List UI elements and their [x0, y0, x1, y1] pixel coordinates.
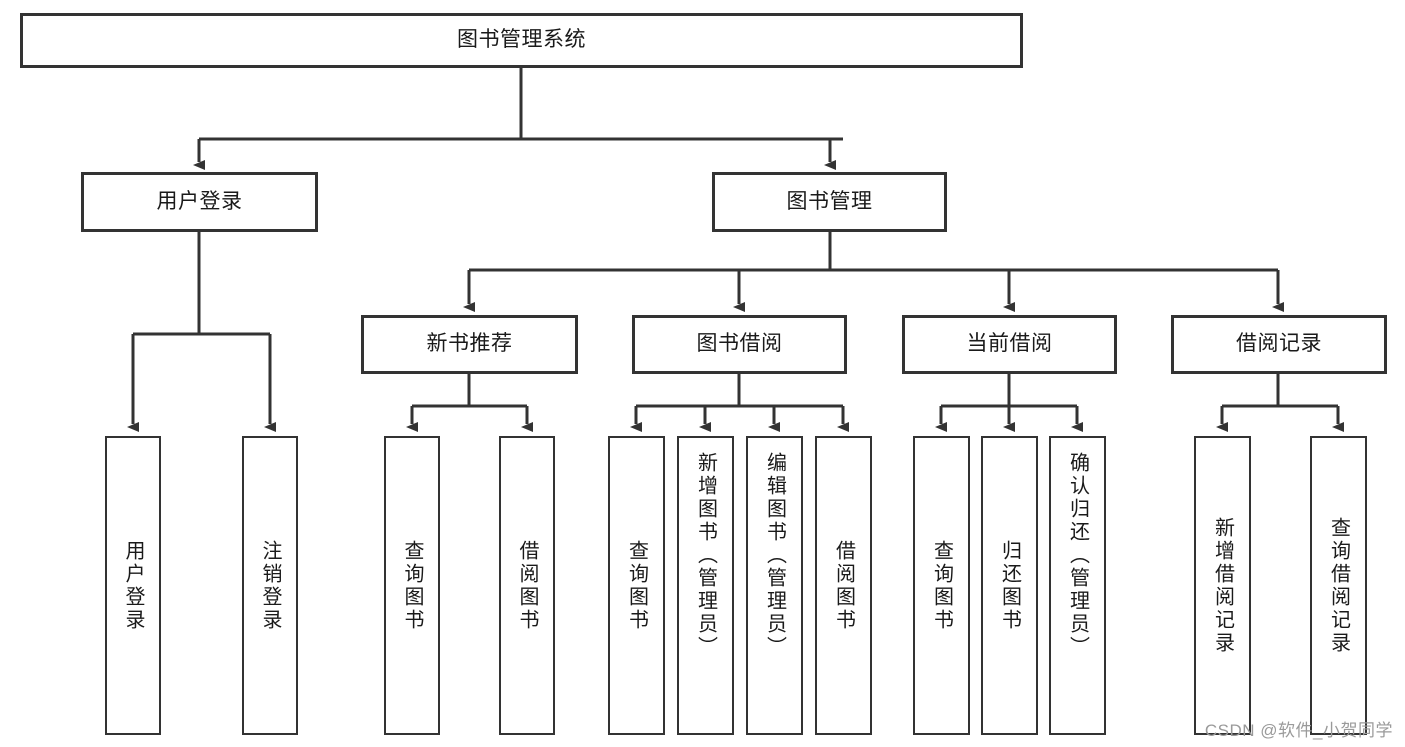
node-leaf-return-book-label: 归还图书 — [998, 539, 1021, 632]
node-book-borrow-label: 图书借阅 — [696, 332, 783, 356]
node-leaf-add-record-label: 新增借阅记录 — [1211, 516, 1234, 655]
node-leaf-query-book-2-label: 查询图书 — [625, 539, 648, 632]
node-borrow-record-label: 借阅记录 — [1236, 332, 1322, 356]
node-leaf-borrow-book-2[interactable]: 借阅图书 — [815, 436, 872, 735]
node-leaf-query-book-2[interactable]: 查询图书 — [608, 436, 665, 735]
node-leaf-edit-book[interactable]: 编辑图书（管理员） — [746, 436, 803, 735]
node-leaf-add-book[interactable]: 新增图书（管理员） — [677, 436, 734, 735]
node-book-manage-label: 图书管理 — [786, 189, 873, 213]
node-leaf-query-book-3-label: 查询图书 — [930, 539, 953, 632]
node-root-label: 图书管理系统 — [457, 28, 586, 52]
node-user-login[interactable]: 用户登录 — [81, 172, 318, 232]
node-leaf-query-record-label: 查询借阅记录 — [1327, 516, 1350, 655]
node-leaf-return-book[interactable]: 归还图书 — [981, 436, 1038, 735]
node-leaf-add-record[interactable]: 新增借阅记录 — [1194, 436, 1251, 735]
node-new-book-recommend[interactable]: 新书推荐 — [361, 315, 578, 374]
node-leaf-confirm-return-label: 确认归还（管理员） — [1066, 452, 1089, 659]
node-leaf-confirm-return[interactable]: 确认归还（管理员） — [1049, 436, 1106, 735]
node-book-borrow[interactable]: 图书借阅 — [632, 315, 847, 374]
node-leaf-borrow-book-2-label: 借阅图书 — [832, 539, 855, 632]
node-leaf-query-book-1[interactable]: 查询图书 — [384, 436, 440, 735]
node-leaf-logout-label: 注销登录 — [259, 539, 281, 632]
node-current-borrow-label: 当前借阅 — [966, 332, 1053, 356]
node-book-manage[interactable]: 图书管理 — [712, 172, 947, 232]
node-leaf-user-login-label: 用户登录 — [122, 539, 144, 632]
node-leaf-edit-book-label: 编辑图书（管理员） — [763, 452, 786, 659]
node-new-book-recommend-label: 新书推荐 — [426, 332, 513, 356]
node-leaf-borrow-book-1[interactable]: 借阅图书 — [499, 436, 555, 735]
node-leaf-query-book-1-label: 查询图书 — [401, 539, 423, 632]
node-user-login-label: 用户登录 — [156, 189, 243, 213]
node-leaf-logout[interactable]: 注销登录 — [242, 436, 298, 735]
node-leaf-user-login[interactable]: 用户登录 — [105, 436, 161, 735]
node-leaf-borrow-book-1-label: 借阅图书 — [516, 539, 538, 632]
node-leaf-query-record[interactable]: 查询借阅记录 — [1310, 436, 1367, 735]
node-borrow-record[interactable]: 借阅记录 — [1171, 315, 1387, 374]
node-leaf-query-book-3[interactable]: 查询图书 — [913, 436, 970, 735]
watermark-text: CSDN @软件_小贺同学 — [1204, 721, 1393, 740]
node-leaf-add-book-label: 新增图书（管理员） — [694, 452, 717, 659]
node-root[interactable]: 图书管理系统 — [20, 13, 1023, 68]
node-current-borrow[interactable]: 当前借阅 — [902, 315, 1117, 374]
